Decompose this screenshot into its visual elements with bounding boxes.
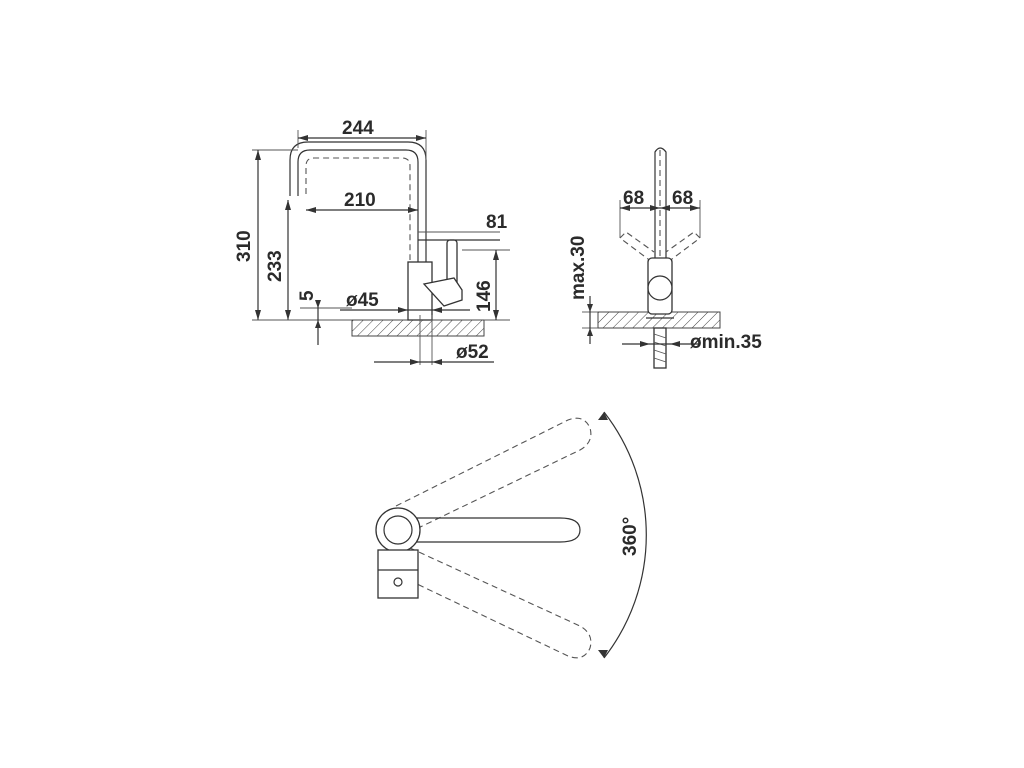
dim-min-35: ømin.35 — [690, 332, 762, 353]
dim-68-right: 68 — [672, 188, 693, 209]
front-shank — [653, 327, 667, 369]
spout-lower-position — [395, 547, 592, 659]
top-faucet-base — [375, 507, 421, 553]
top-view: 360° — [375, 411, 647, 659]
dim-5: 5 — [297, 290, 318, 301]
swivel-arc — [603, 411, 647, 659]
front-view: 68 68 max.30 ømin.35 — [568, 147, 762, 369]
dim-68-left: 68 — [623, 188, 644, 209]
side-handle-base — [422, 277, 463, 307]
top-handle-block — [377, 549, 419, 599]
side-view: 244 210 81 310 233 5 ø45 — [234, 118, 510, 365]
dim-146: 146 — [474, 280, 495, 312]
dim-360: 360° — [620, 517, 641, 556]
dim-max-30: max.30 — [568, 236, 589, 300]
top-handle-hole — [393, 577, 403, 587]
spout-main-position — [398, 517, 581, 543]
spout-upper-position — [395, 417, 592, 533]
dim-dia-45: ø45 — [346, 290, 379, 311]
side-countertop — [351, 319, 485, 337]
dim-dia-52: ø52 — [456, 342, 489, 363]
front-spout — [654, 147, 667, 262]
side-spout — [297, 149, 419, 262]
dim-310: 310 — [234, 230, 255, 262]
dim-210: 210 — [344, 190, 376, 211]
dim-233: 233 — [265, 250, 286, 282]
dim-81: 81 — [486, 212, 508, 233]
side-faucet-body — [407, 261, 433, 321]
front-faucet-body — [647, 257, 673, 315]
dim-244: 244 — [342, 118, 374, 139]
